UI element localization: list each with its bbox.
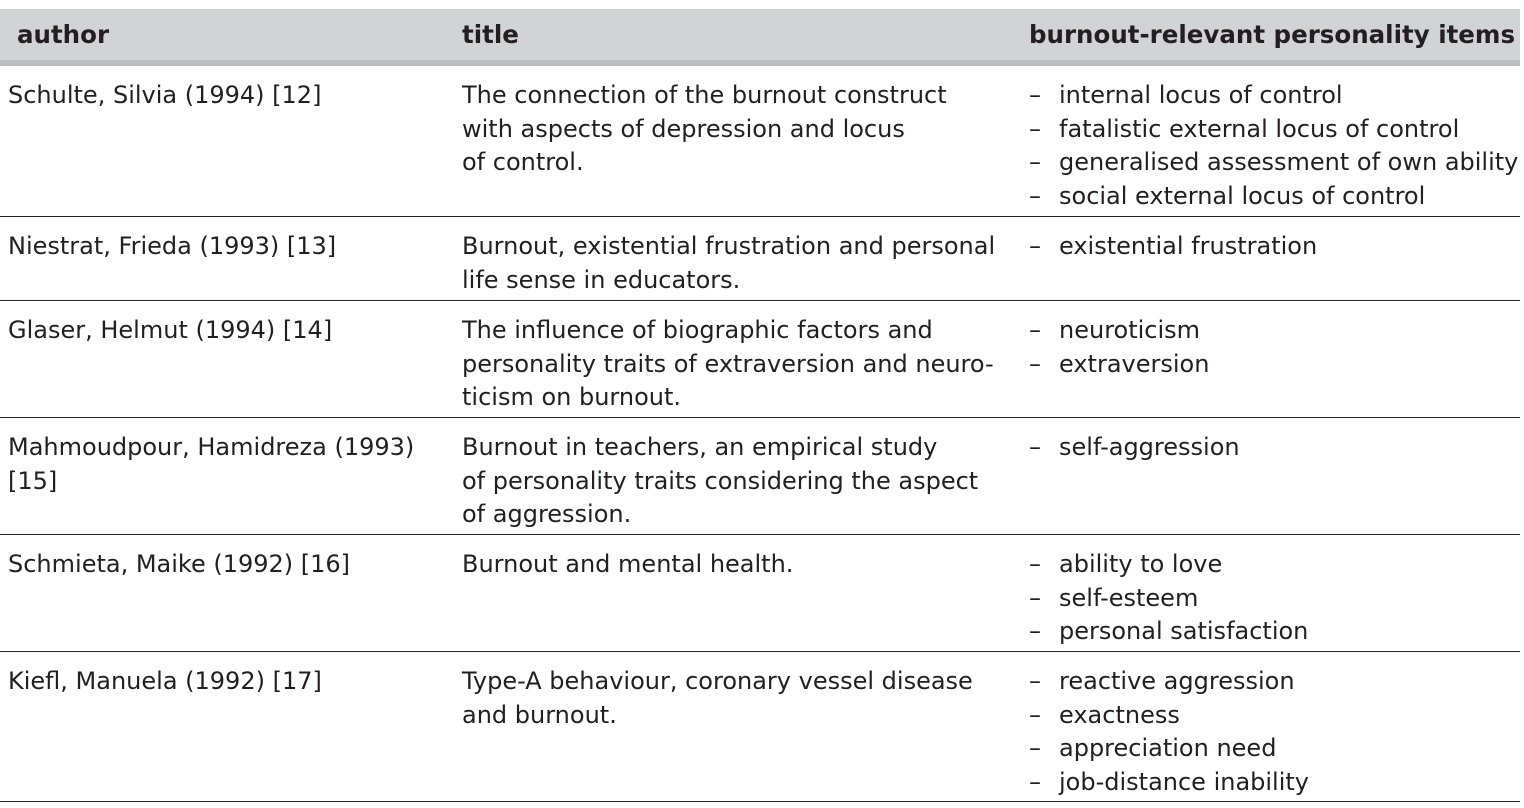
author-cell: Schmieta, Maike (1992) [16] [8,550,351,578]
list-item: –exactness [1029,700,1180,729]
table-row: Kiefl, Manuela (1992) [17] Type-A behavi… [0,652,1520,802]
header-author: author [17,20,110,49]
title-cell: Type-A behaviour, coronary vessel diseas… [462,667,973,729]
list-item: –extraversion [1029,349,1210,378]
list-item: –neuroticism [1029,316,1201,344]
list-item: –social external locus of control [1029,181,1426,210]
title-cell: Burnout and mental health. [462,550,794,578]
list-item: –internal locus of control [1029,81,1343,109]
list-item: –appreciation need [1029,734,1277,762]
title-cell: Burnout in teachers, an empirical study … [462,433,979,528]
table-row: Glaser, Helmut (1994) [14] The influence… [0,301,1520,418]
list-item: –job-distance inability [1029,767,1310,796]
items-cell: –neuroticism –extraversion [1029,314,1520,381]
table-row: Schulte, Silvia (1994) [12] The connecti… [0,66,1520,217]
list-item: –generalised assessment of own ability [1029,148,1519,176]
list-item: –self-aggression [1029,433,1240,461]
table-header: author title burnout-relevant personalit… [0,9,1520,66]
table-row: Niestrat, Frieda (1993) [13] Burnout, ex… [0,217,1520,301]
list-item: –existential frustration [1029,232,1318,260]
title-cell: The connection of the burnout construct … [462,81,947,176]
burnout-studies-table: author title burnout-relevant personalit… [0,9,1520,802]
author-cell: Kiefl, Manuela (1992) [17] [8,667,322,695]
header-title: title [462,20,519,49]
author-cell: Niestrat, Frieda (1993) [13] [8,232,337,260]
list-item: –reactive aggression [1029,667,1295,695]
author-cell: Glaser, Helmut (1994) [14] [8,316,333,344]
list-item: –self-esteem [1029,583,1199,612]
list-item: –ability to love [1029,550,1223,578]
items-cell: –ability to love –self-esteem –personal … [1029,548,1520,649]
items-cell: –existential frustration [1029,230,1520,264]
items-cell: –self-aggression [1029,431,1520,465]
table-row: Mahmoudpour, Hamidreza (1993) [15] Burno… [0,418,1520,535]
list-item: –fatalistic external locus of control [1029,114,1460,143]
list-item: –personal satisfaction [1029,617,1309,645]
author-cell: Schulte, Silvia (1994) [12] [8,81,322,109]
author-cell: Mahmoudpour, Hamidreza (1993) [15] [8,433,415,495]
items-cell: –internal locus of control –fatalistic e… [1029,79,1520,213]
items-cell: –reactive aggression –exactness –appreci… [1029,665,1520,799]
header-items: burnout-relevant personality items [1029,20,1516,49]
title-cell: The influence of biographic factors and … [462,316,994,411]
table-row: Schmieta, Maike (1992) [16] Burnout and … [0,535,1520,652]
title-cell: Burnout, existential frustration and per… [462,232,996,294]
